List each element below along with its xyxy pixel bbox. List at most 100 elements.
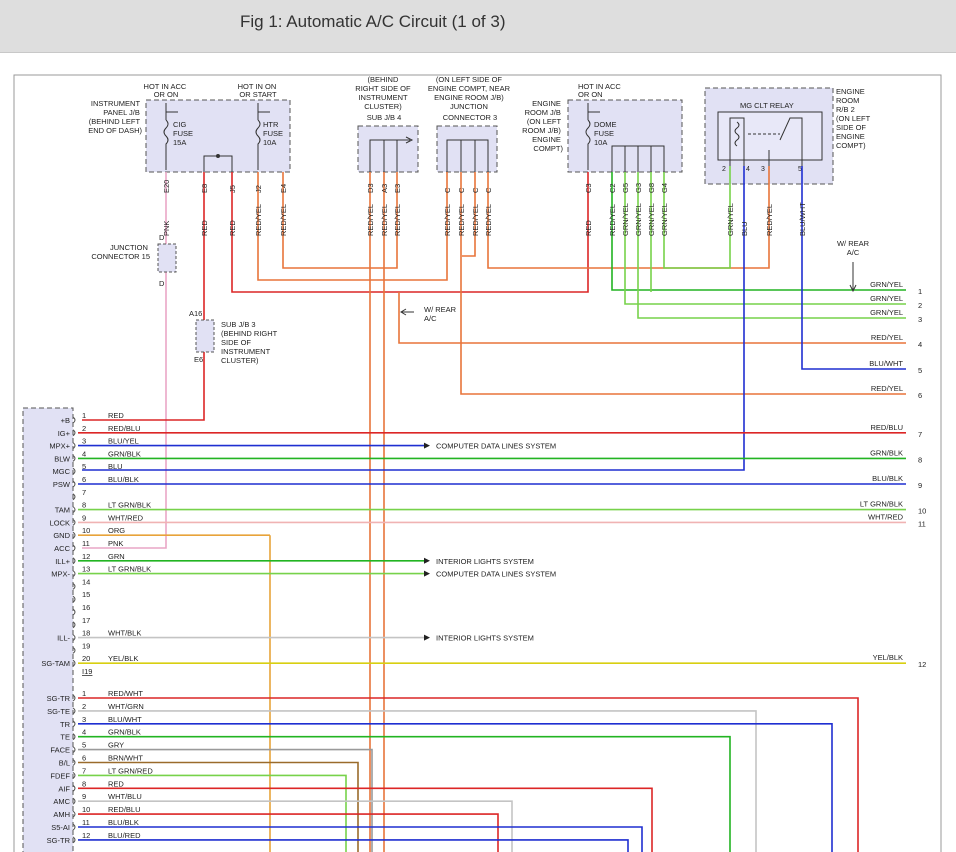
pin-name-6: PSW [53,480,71,489]
dome-fuse-label: DOME FUSE 10A [594,120,619,147]
instrument-panel-jb: INSTRUMENT PANEL J/B (BEHIND LEFT END OF… [88,82,291,173]
subjb3-pin-e6: E6 [194,355,203,364]
pin-id-9: C [457,187,466,193]
figure-header: Fig 1: Automatic A/C Circuit (1 of 3) [0,0,956,53]
pin2-number-5: 5 [82,741,86,750]
pin-mark-2 [72,429,76,437]
right-line-num-6: 6 [918,391,922,400]
pin2-wire-3: BLU/WHT [108,715,142,724]
pin-mark-8 [72,506,76,513]
pin2-number-2: 2 [82,702,86,711]
pin-id-2: J5 [228,185,237,193]
engine-room-jb-label: ENGINE ROOM J/B (ON LEFT ROOM J/B) ENGIN… [522,99,563,153]
pin-mark-5 [72,467,76,475]
pin2-mark-1 [72,694,76,702]
pin-id-1: E8 [200,184,209,193]
pin2-name-3: TR [60,720,71,729]
pin-mark-17 [72,621,76,629]
pin-mark-18 [72,634,76,641]
right-num-6: 9 [918,481,922,490]
wire2-12 [78,839,629,852]
pin2-number-1: 1 [82,689,86,698]
pin-id-12: C3 [584,183,593,193]
pin-number-16: 16 [82,603,90,612]
pin-number-1: 1 [82,411,86,420]
pin2-number-7: 7 [82,766,86,775]
pin-mark-13 [72,570,76,577]
right-line-num-5: 5 [918,366,922,375]
right-line-label-3: GRN/YEL [870,308,903,317]
pin2-mark-12 [72,836,76,844]
pin-wire-color-13: RED/YEL [608,204,617,236]
wire2-11 [78,826,643,852]
instrument-panel-jb-label: INSTRUMENT PANEL J/B (BEHIND LEFT END OF… [88,99,142,135]
pin2-number-3: 3 [82,715,86,724]
sub-jb-3: A16 E6 SUB J/B 3 (BEHIND RIGHT SIDE OF I… [189,309,279,365]
pin2-name-1: SG-TR [47,694,71,703]
pin-name-1: +B [61,416,70,425]
dest-13: COMPUTER DATA LINES SYSTEM [436,570,556,579]
wire2-2 [78,710,757,852]
pin-wire-color-15: GRN/YEL [634,203,643,236]
pin2-name-11: S5-AI [51,823,70,832]
dest-12: INTERIOR LIGHTS SYSTEM [436,557,534,566]
pin2-number-6: 6 [82,754,86,763]
jc15-pin-top: D [159,233,165,242]
figure-title: Fig 1: Automatic A/C Circuit (1 of 3) [240,12,506,31]
arrow-12 [424,557,430,564]
pin-wire-color-11: RED/YEL [484,204,493,236]
pin-wire-color-1: RED [200,220,209,236]
wire2-1 [78,697,859,852]
sub-jb-4: (BEHIND RIGHT SIDE OF INSTRUMENT CLUSTER… [355,75,419,173]
pin2-number-4: 4 [82,728,86,737]
pin-number-17: 17 [82,616,90,625]
wire2-4 [78,735,731,852]
pin-wire-8: LT GRN/BLK [108,501,151,510]
pin2-wire-8: RED [108,779,124,788]
pin2-name-9: AMC [53,797,70,806]
pin-name-2: IG+ [58,429,71,438]
pin2-name-6: B/L [59,759,70,768]
right-wire-20: YEL/BLK [873,653,903,662]
pin-id-13: C2 [608,183,617,193]
right-line-label-4: RED/YEL [871,333,903,342]
arrow-18 [424,634,430,641]
right-line-label-1: GRN/YEL [870,280,903,289]
sub-jb-3-label: SUB J/B 3 (BEHIND RIGHT SIDE OF INSTRUME… [221,320,279,365]
pin-wire-4: GRN/BLK [108,449,141,458]
pin-number-12: 12 [82,552,90,561]
subjb3-pin-a16: A16 [189,309,202,318]
pin-wire-color-21: BLU/WHT [798,202,807,236]
pin2-wire-12: BLU/RED [108,831,141,840]
pin2-name-10: AMH [53,810,70,819]
arrow-13 [424,570,430,577]
pin-wire-color-20: RED/YEL [765,204,774,236]
pin-id-6: A3 [380,184,389,193]
pin-name-5: MGC [53,467,71,476]
pin2-mark-7 [72,772,76,779]
pin-id-4: E4 [279,184,288,193]
pin-name-9: LOCK [50,518,70,527]
pin2-name-5: FACE [50,746,70,755]
pin-id-10: C [471,187,480,193]
pin-wire-2: RED/BLU [108,424,141,433]
pin2-mark-2 [72,707,76,715]
pin2-mark-9 [72,797,76,805]
pin2-wire-10: RED/BLU [108,805,141,814]
pin2-mark-6 [72,759,76,766]
pin-mark-16 [72,608,76,616]
diagram-frame [13,74,942,852]
pin-mark-1 [72,416,76,424]
pin-number-5: 5 [82,462,86,471]
pin-mark-12 [72,557,76,565]
pin-mark-3 [72,442,76,449]
connector-2: 1SG-TRRED/WHT2SG-TEWHT/GRN3TRBLU/WHT4TEG… [47,689,859,852]
pin-wire-color-18: GRN/YEL [726,203,735,236]
pin-number-20: 20 [82,654,90,663]
pin-name-11: ACC [54,544,70,553]
pin-wire-11: PNK [108,539,123,548]
ac-amplifier-connector [22,407,74,852]
engine-room-jb: ENGINE ROOM J/B (ON LEFT ROOM J/B) ENGIN… [522,82,683,173]
pin2-mark-4 [72,733,76,741]
